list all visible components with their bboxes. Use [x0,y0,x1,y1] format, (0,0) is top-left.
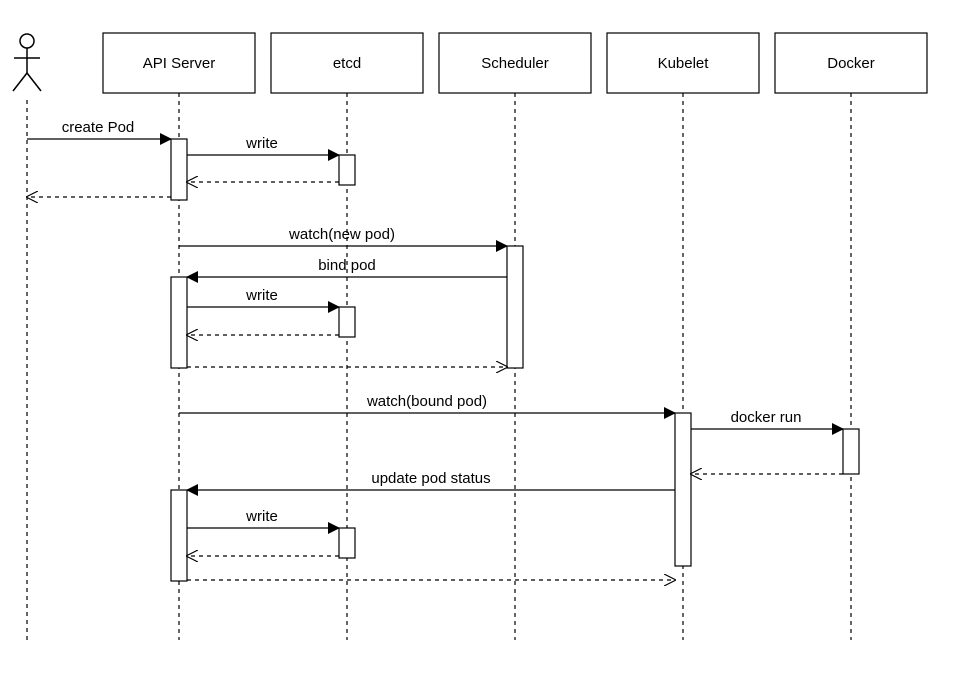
activation-docker [842,428,860,475]
activation-etcd [338,154,356,186]
participant-etcd: etcd [270,32,424,94]
participant-label-etcd: etcd [333,55,361,72]
activation-api [170,489,188,582]
actor-user [12,33,42,92]
participant-label-docker: Docker [827,55,875,72]
activation-etcd [338,527,356,559]
activation-scheduler [506,245,524,369]
participant-label-kubelet: Kubelet [658,55,710,72]
message-label: watch(bound pod) [366,393,487,410]
message-label: watch(new pod) [288,226,395,243]
message-label: bind pod [318,257,376,274]
activation-api [170,138,188,201]
message-label: write [245,135,278,152]
actor-leg-right [26,72,42,92]
activation-etcd [338,306,356,338]
message-label: update pod status [371,470,490,487]
actor-head [19,33,35,49]
participant-label-api: API Server [143,55,216,72]
message-label: write [245,508,278,525]
participant-scheduler: Scheduler [438,32,592,94]
message-label: docker run [731,409,802,426]
participant-kubelet: Kubelet [606,32,760,94]
activation-api [170,276,188,369]
participant-api: API Server [102,32,256,94]
participant-label-scheduler: Scheduler [481,55,549,72]
participant-docker: Docker [774,32,928,94]
actor-leg-left [12,72,28,92]
activation-kubelet [674,412,692,567]
message-label: create Pod [62,119,135,136]
message-label: write [245,287,278,304]
